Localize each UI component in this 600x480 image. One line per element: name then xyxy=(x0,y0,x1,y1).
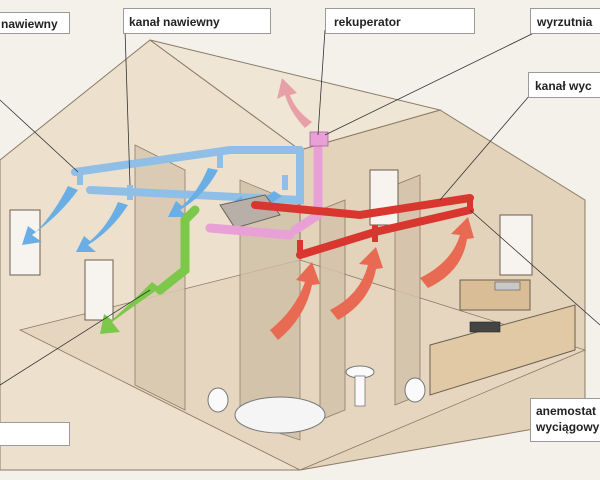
leader-recuperator xyxy=(317,29,326,136)
label-exhaust-duct: kanał wyc xyxy=(528,72,600,98)
exhaust-arrow-3 xyxy=(420,217,474,288)
supply-arrow-3 xyxy=(168,168,218,217)
label-anemostat-line1: anemostat xyxy=(536,404,597,418)
recuperator-to-unit xyxy=(205,223,295,240)
label-anemostat-line2: wyciągowy xyxy=(536,420,600,434)
washbasin-pedestal xyxy=(354,375,366,407)
supply-arrow-1 xyxy=(22,186,78,245)
kitchen-stove xyxy=(469,321,501,333)
outlet-arrow xyxy=(277,78,312,128)
label-exhaust-vent: wyrzutnia xyxy=(530,8,600,34)
leader-bottom-left xyxy=(0,289,151,386)
kitchen-counter xyxy=(429,304,576,396)
leader-supply-duct xyxy=(124,29,131,186)
toilet-right xyxy=(404,377,426,403)
toilet-left xyxy=(207,387,229,413)
bathtub xyxy=(234,396,326,434)
leader-anemostat xyxy=(469,209,600,326)
label-supply-left: nawiewny xyxy=(0,12,70,34)
exhaust-arrow-1 xyxy=(270,262,320,340)
window-left-2 xyxy=(84,259,114,321)
window-right-2 xyxy=(499,214,533,276)
leader-exhaust-duct xyxy=(439,94,531,201)
leader-supply-left xyxy=(0,99,79,173)
exhaust-arrow-2 xyxy=(330,247,383,320)
label-anemostat: anemostat wyciągowy xyxy=(530,398,600,442)
supply-duct-branch xyxy=(86,146,304,205)
kitchen-sink xyxy=(494,281,521,291)
roof-gable xyxy=(149,39,442,151)
fresh-air-arrow xyxy=(100,282,160,334)
recuperator-roof-vent xyxy=(309,131,329,147)
supply-duct-main xyxy=(71,146,304,176)
fresh-air-duct xyxy=(155,205,200,295)
label-bottom-left xyxy=(0,422,70,446)
label-supply-duct: kanał nawiewny xyxy=(123,8,271,34)
leader-exhaust-vent xyxy=(324,29,541,136)
label-recuperator: rekuperator xyxy=(325,8,475,34)
supply-arrow-2 xyxy=(76,202,128,252)
exhaust-duct-main xyxy=(251,194,474,220)
